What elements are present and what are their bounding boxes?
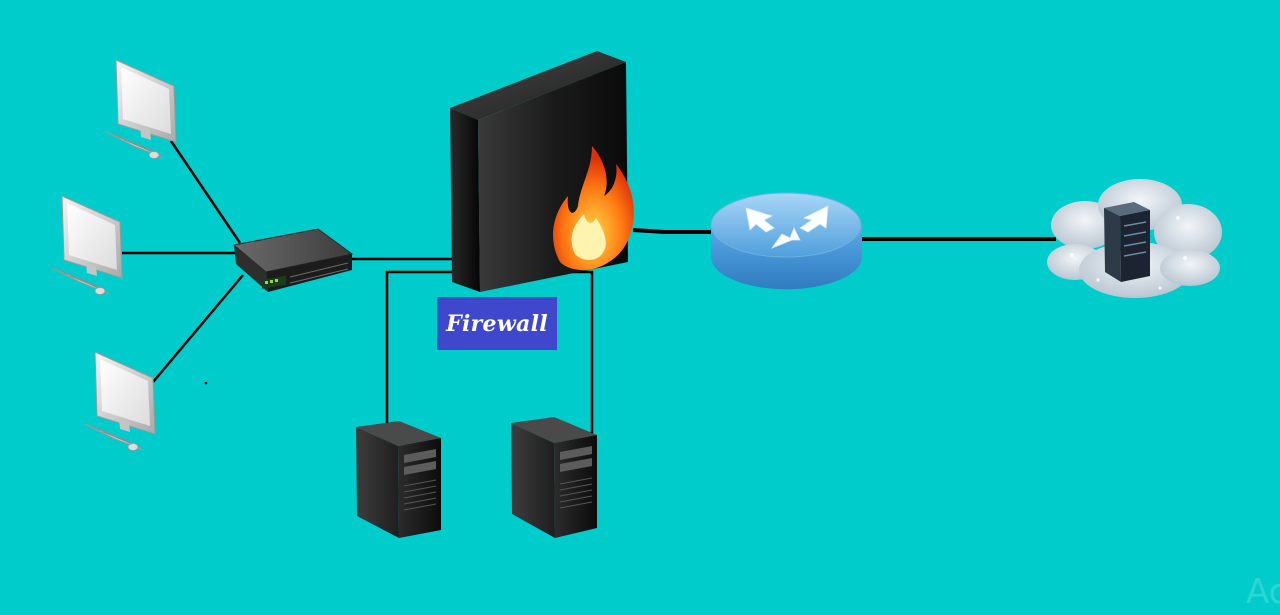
cloud-server-icon[interactable] [1047, 179, 1222, 298]
stray-dot [204, 381, 208, 385]
link-firewall-router [632, 228, 712, 234]
firewall-icon[interactable] [450, 51, 634, 292]
firewall-label: Firewall [437, 297, 557, 350]
watermark-text: Ac [1246, 572, 1280, 612]
fire-icon [553, 146, 634, 271]
cloud-server-tower [1104, 202, 1150, 282]
firewall-label-text: Firewall [446, 310, 548, 337]
switch-icon[interactable] [232, 228, 354, 292]
server-1-icon[interactable] [356, 421, 441, 538]
computer-1-icon[interactable] [105, 59, 177, 159]
link-pc1-switch [169, 140, 242, 244]
router-icon[interactable] [710, 192, 862, 290]
link-firewall-server1 [385, 270, 452, 425]
server-2-icon[interactable] [511, 417, 597, 538]
computer-2-icon[interactable] [51, 195, 123, 295]
link-pc3-switch [152, 274, 244, 383]
computer-3-icon[interactable] [84, 351, 156, 451]
